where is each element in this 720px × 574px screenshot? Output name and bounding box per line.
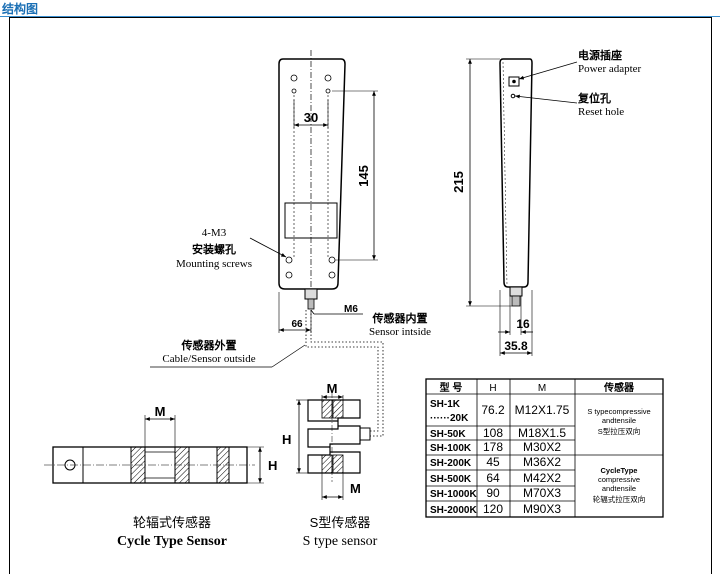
dim-16-label: 16 (516, 317, 530, 331)
power-adapter-en: Power adapter (578, 63, 642, 75)
table-header-h: H (489, 383, 496, 394)
dim-m6-label: M6 (344, 304, 358, 315)
group-s-cn: S型拉压双向 (598, 426, 641, 436)
group-cycle-en-3: andtensile (602, 484, 636, 493)
table-row-m: M30X2 (523, 440, 561, 454)
dim-66-label: 66 (291, 319, 303, 330)
display-window (284, 202, 338, 239)
table-row-m: M18X1.5 (518, 426, 566, 440)
table-row-m: M42X2 (523, 471, 561, 485)
sensor-outside-en: Cable/Sensor outside (162, 353, 255, 365)
drawing-frame (9, 17, 712, 574)
table-row-model: SH-200K (430, 458, 472, 469)
table-row-h: 120 (483, 502, 503, 516)
cycle-label-h: H (268, 458, 277, 473)
table-row-h: 76.2 (481, 403, 505, 417)
table-row-model: SH-1K (430, 399, 461, 410)
s-type-sensor: M H M S型传感器 S type sensor (282, 381, 378, 549)
table-row-h: 108 (483, 426, 503, 440)
mount-screw-cn: 安装螺孔 (192, 242, 236, 256)
reset-hole-en: Reset hole (578, 106, 624, 118)
header-rule (0, 16, 720, 17)
gauge-body-side (499, 58, 533, 288)
table-header-sensor: 传感器 (603, 381, 635, 394)
table-header-model: 型 号 (440, 381, 463, 394)
mount-screw-en: Mounting screws (176, 258, 252, 270)
front-connector (304, 288, 318, 300)
page-title: 结构图 (2, 2, 39, 16)
sensor-inside-cn: 传感器内置 (372, 311, 428, 325)
dim-358-label: 35.8 (504, 339, 528, 353)
table-row-model: SH-50K (430, 429, 466, 440)
table-row-h: 178 (483, 440, 503, 454)
cycle-title-en: Cycle Type Sensor (117, 534, 227, 549)
group-cycle-en-2: compressive (598, 475, 640, 484)
reset-hole (510, 93, 516, 99)
table-row-model: SH-2000K (430, 505, 477, 516)
header: 结构图 (0, 0, 720, 17)
mount-holes (285, 74, 336, 279)
table-row-h: 64 (486, 471, 500, 485)
table-row-m: M70X3 (523, 486, 561, 500)
dim-215-label: 215 (451, 171, 466, 193)
table-row-h: 90 (486, 486, 500, 500)
s-sensor-connector (359, 427, 371, 441)
cycle-label-m: M (155, 404, 166, 419)
sensor-outside-cn: 传感器外置 (181, 338, 237, 352)
sensor-inside-en: Sensor intside (369, 326, 431, 338)
reset-hole-cn: 复位孔 (577, 91, 611, 105)
group-cycle-en-1: CycleType (601, 466, 638, 475)
mount-screw-spec: 4-M3 (202, 227, 227, 239)
cycle-type-sensor: M H 轮辐式传感器 Cycle Type Sensor (44, 404, 277, 549)
group-s-en-1: S typecompressive (587, 407, 650, 416)
table-row-model: SH-100K (430, 443, 472, 454)
front-view: 30 145 4-M3 安装螺孔 Mounting screws 66 M6 传… (150, 50, 431, 437)
side-view: 电源插座 Power adapter 复位孔 Reset hole 215 16… (451, 48, 642, 356)
s-label-h: H (282, 432, 291, 447)
dim-30-label: 30 (304, 110, 318, 125)
table-row-model-range: ······20K (430, 413, 469, 424)
table-row-m: M36X2 (523, 455, 561, 469)
group-s-en-2: andtensile (602, 416, 636, 425)
table-row-m: M90X3 (523, 502, 561, 516)
table-header-m: M (538, 383, 546, 394)
power-socket (508, 76, 520, 87)
power-adapter-cn: 电源插座 (578, 48, 622, 62)
table-row-m: M12X1.75 (515, 403, 570, 417)
table-row-model: SH-1000K (430, 489, 477, 500)
s-label-m-top: M (327, 381, 338, 396)
group-cycle-cn: 轮辐式拉压双向 (593, 494, 646, 504)
s-title-en: S type sensor (303, 534, 378, 549)
table-row-model: SH-500K (430, 474, 472, 485)
s-label-m-bottom: M (350, 481, 361, 496)
dim-145-label: 145 (356, 165, 371, 187)
table-row-h: 45 (486, 455, 500, 469)
gauge-body-front (278, 58, 346, 290)
cycle-title-cn: 轮辐式传感器 (133, 515, 211, 530)
spec-table: 型 号 H M 传感器 SH-1K ······20K 76.2 M12X1.7… (425, 378, 664, 518)
s-title-cn: S型传感器 (310, 515, 371, 530)
